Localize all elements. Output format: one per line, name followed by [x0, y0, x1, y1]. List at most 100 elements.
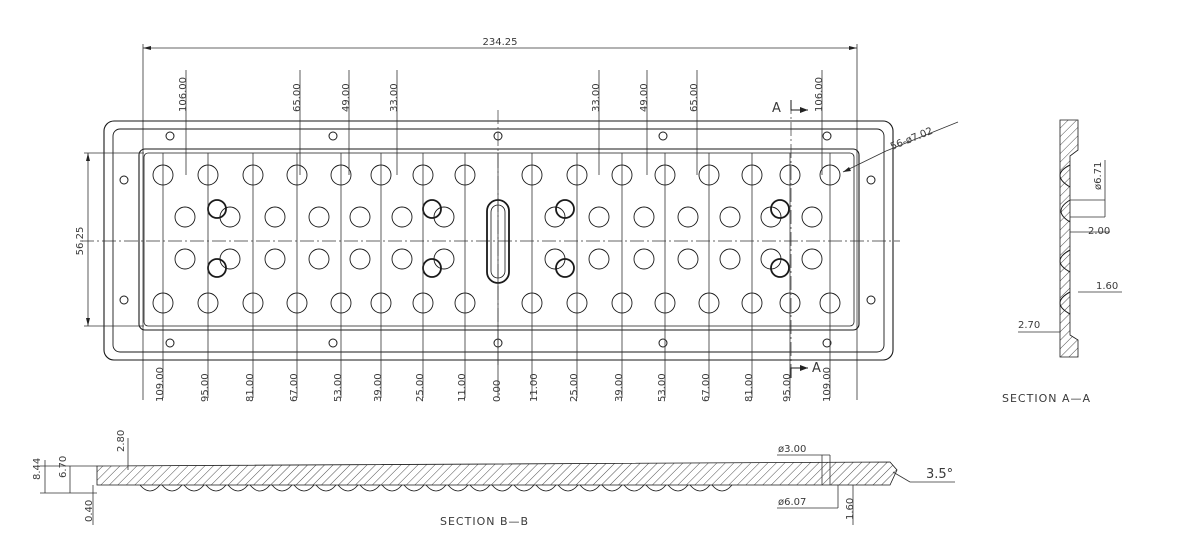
lens-hole — [677, 206, 699, 228]
section-lens-bump — [271, 484, 293, 492]
bottom-dim: 67.00 — [701, 373, 712, 402]
section-lens-bump — [711, 484, 733, 492]
lens-hole — [219, 206, 241, 228]
section-bb-dim: 2.80 — [116, 430, 127, 452]
bottom-dim: 53.00 — [657, 373, 668, 402]
section-lens-bump — [491, 484, 513, 492]
bottom-dim: 81.00 — [245, 373, 256, 402]
bottom-dim: 25.00 — [415, 373, 426, 402]
lens-hole — [433, 248, 455, 270]
bottom-dim: 53.00 — [333, 373, 344, 402]
section-aa-title: SECTION A—A — [1002, 392, 1091, 405]
lens-hole — [633, 206, 655, 228]
section-lens-bump — [227, 484, 249, 492]
section-bb-dim: ø6.07 — [778, 497, 806, 508]
lens-hole — [174, 248, 196, 270]
lens-hole — [544, 206, 566, 228]
bottom-dim-labels: 109.00 95.00 81.00 67.00 53.00 39.00 25.… — [155, 367, 833, 402]
lens-hole — [391, 248, 413, 270]
section-lens-bump — [579, 484, 601, 492]
lens-hole — [264, 206, 286, 228]
section-lens-bump — [601, 484, 623, 492]
bottom-dim: 109.00 — [155, 367, 166, 402]
section-lens-bump — [337, 484, 359, 492]
section-lens-bump — [535, 484, 557, 492]
bottom-dim: 109.00 — [822, 367, 833, 402]
section-a-a: ø6.71 2.00 1.60 2.70 SECTION A—A — [1002, 119, 1122, 405]
section-lens-bump — [183, 484, 205, 492]
lens-hole — [719, 248, 741, 270]
top-dim: 33.00 — [389, 83, 400, 112]
section-lens-bump — [249, 484, 271, 492]
top-dim: 33.00 — [591, 83, 602, 112]
section-aa-dim: 2.00 — [1088, 226, 1110, 237]
section-lens-bump — [623, 484, 645, 492]
bottom-dim: 11.00 — [529, 373, 540, 402]
overall-width-dim: 234.25 — [483, 37, 518, 48]
bottom-dim: 39.00 — [614, 373, 625, 402]
lens-hole — [174, 206, 196, 228]
bold-holes — [207, 199, 790, 278]
section-aa-dim: 2.70 — [1018, 320, 1040, 331]
section-bb-title: SECTION B—B — [440, 515, 529, 528]
top-dim: 49.00 — [341, 83, 352, 112]
section-bb-dim: 1.60 — [845, 498, 856, 520]
dimension-lines — [162, 70, 831, 398]
section-lens-bump — [557, 484, 579, 492]
top-dim: 65.00 — [292, 83, 303, 112]
bottom-dim: 81.00 — [744, 373, 755, 402]
section-lens-bump — [139, 484, 161, 492]
lens-hole — [308, 206, 330, 228]
lens-hole-grid — [152, 164, 841, 314]
bottom-dim: 25.00 — [569, 373, 580, 402]
section-lens-bump — [315, 484, 337, 492]
section-lens-bump — [359, 484, 381, 492]
lens-hole — [801, 248, 823, 270]
hole-count-note: 56-ø7.02 — [889, 126, 935, 153]
section-lens-bump — [425, 484, 447, 492]
section-bb-dim: 6.70 — [58, 456, 69, 478]
section-lens-bump — [447, 484, 469, 492]
section-lens-bump — [381, 484, 403, 492]
bottom-dim: 95.00 — [200, 373, 211, 402]
bottom-dim: 39.00 — [373, 373, 384, 402]
lens-hole — [349, 206, 371, 228]
section-marker-a-bottom: A — [812, 361, 821, 376]
top-dim: 106.00 — [178, 77, 189, 112]
plan-view: 234.25 56.25 — [75, 37, 959, 402]
section-aa-dim: 1.60 — [1096, 281, 1118, 292]
section-lens-bump — [293, 484, 315, 492]
section-lens-bump — [205, 484, 227, 492]
bottom-dim: 95.00 — [782, 373, 793, 402]
section-bb-dim: ø3.00 — [778, 444, 806, 455]
height-dim: 56.25 — [75, 227, 86, 256]
section-lens-bump — [667, 484, 689, 492]
section-lens-bump — [689, 484, 711, 492]
lens-hole — [633, 248, 655, 270]
section-aa-dim: ø6.71 — [1093, 162, 1104, 190]
lens-hole — [219, 248, 241, 270]
section-b-b: 8.44 6.70 2.80 0.40 ø3.00 ø6.07 1.60 3.5… — [32, 430, 955, 528]
top-dim: 49.00 — [639, 83, 650, 112]
lens-hole — [349, 248, 371, 270]
bottom-dim: 11.00 — [457, 373, 468, 402]
mounting-holes — [119, 131, 876, 348]
section-lens-bump — [403, 484, 425, 492]
section-lens-bump — [469, 484, 491, 492]
section-lens-bump — [161, 484, 183, 492]
lens-hole — [801, 206, 823, 228]
section-bb-angle: 3.5° — [926, 467, 953, 482]
lens-hole — [264, 248, 286, 270]
lens-hole — [391, 206, 413, 228]
section-lens-bump — [513, 484, 535, 492]
lens-hole — [308, 248, 330, 270]
section-bb-dim: 8.44 — [32, 458, 43, 480]
bottom-dim: 67.00 — [289, 373, 300, 402]
top-dim: 106.00 — [814, 77, 825, 112]
lens-hole — [588, 206, 610, 228]
bottom-dim: 0.00 — [492, 380, 503, 402]
section-lens-bump — [645, 484, 667, 492]
lens-hole — [677, 248, 699, 270]
section-marker-a-top: A — [772, 101, 781, 116]
